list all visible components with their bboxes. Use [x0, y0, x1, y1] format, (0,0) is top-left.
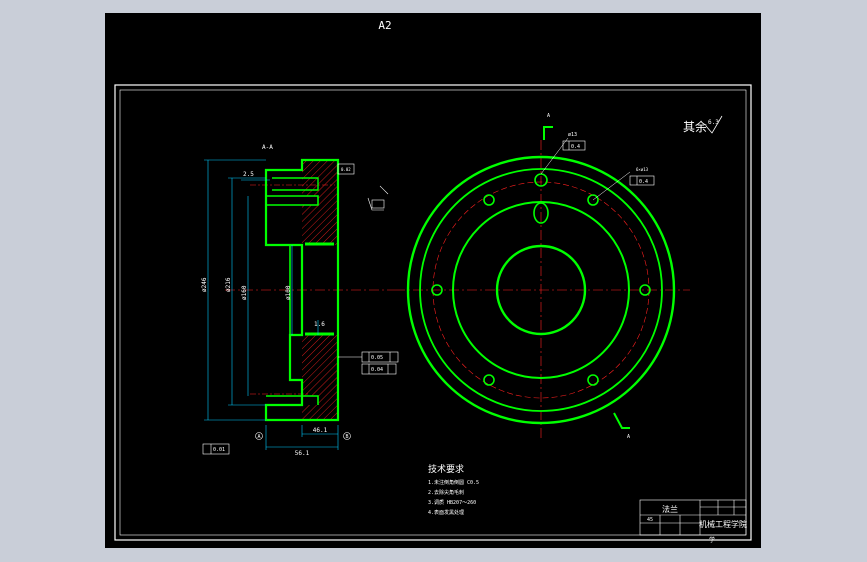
dim-bottom-overall: 56.1 — [295, 450, 310, 457]
hole-callout: ø13 0.4 — [540, 132, 586, 175]
dim-pcd-diameter: ø160 — [241, 285, 248, 300]
tech-req-item-1: 1.未注倒角倒圆 C0.5 — [428, 479, 479, 486]
tech-req-item-3: 3.调质 HB207～260 — [428, 499, 476, 506]
svg-text:0.4: 0.4 — [571, 144, 580, 150]
flange-outer-chamfer — [419, 168, 663, 412]
svg-text:B: B — [345, 434, 348, 440]
section-cut-marker-top: A — [543, 113, 553, 140]
title-block-drawing-name: 法兰 — [662, 504, 678, 514]
tech-req-title: 技术要求 — [428, 463, 464, 475]
dim-bottom-web: 46.1 — [313, 427, 328, 434]
keyway-upper — [272, 177, 319, 191]
section-cut-marker-bottom: A — [613, 412, 630, 440]
svg-text:0.04: 0.04 — [371, 367, 383, 373]
svg-text:A: A — [627, 434, 630, 440]
datum-a-marker: A — [255, 432, 263, 440]
svg-text:A: A — [547, 113, 550, 119]
section-view: A-A — [201, 144, 399, 457]
section-hatch-upper — [302, 160, 338, 245]
dim-chamfer: 2.5 — [243, 171, 254, 178]
fcf-parallel: 0.04 — [361, 363, 397, 375]
svg-text:0.05: 0.05 — [371, 355, 383, 361]
svg-text:0.02: 0.02 — [341, 167, 351, 172]
drawing-sheet — [105, 13, 761, 548]
svg-text:ø13: ø13 — [568, 132, 577, 138]
bolt-hole — [587, 194, 599, 206]
roughness-symbol — [705, 115, 723, 134]
section-outline — [264, 158, 340, 422]
title-block — [639, 499, 747, 536]
section-dimensions — [204, 159, 339, 450]
section-inner-step-low — [266, 395, 319, 405]
bolt-hole — [431, 284, 443, 296]
svg-text:0.4: 0.4 — [639, 179, 648, 185]
bolt-hole — [483, 374, 495, 386]
section-view-label: A-A — [262, 144, 273, 151]
slot-hole — [533, 202, 549, 224]
fcf-runout: 0.05 — [338, 351, 399, 363]
title-block-school: 机械工程学院 — [699, 519, 747, 529]
flange-bore — [495, 244, 587, 336]
section-hatch-lower — [302, 335, 338, 420]
dim-mid-diameter: ø216 — [225, 277, 232, 292]
outer-border — [114, 84, 752, 541]
svg-text:0.01: 0.01 — [213, 447, 225, 453]
boss-callout: 6×ø13 0.4 — [592, 167, 655, 201]
tech-req-item-4: 4.表面发黑处理 — [428, 509, 464, 516]
dim-step: 1.6 — [314, 321, 325, 328]
svg-text:6×ø13: 6×ø13 — [636, 167, 649, 172]
technical-requirements: 技术要求 1.未注倒角倒圆 C0.5 2.去除尖角毛刺 3.调质 HB207～2… — [428, 463, 479, 516]
fcf-flatness: 0.01 — [202, 443, 230, 455]
sheet-size-label: A2 — [378, 19, 391, 32]
bolt-hole — [587, 374, 599, 386]
surface-finish-value: 6.3 — [708, 119, 719, 126]
bolt-hole — [483, 194, 495, 206]
flange-step-edge — [452, 201, 630, 379]
plan-view: A A ø13 0.4 6×ø13 0.4 — [395, 113, 690, 440]
bolt-holes — [431, 173, 651, 386]
svg-text:A: A — [257, 434, 260, 440]
section-inner-step — [266, 195, 319, 206]
tech-req-item-2: 2.去除尖角毛刺 — [428, 489, 464, 496]
dim-bore-diameter: ø100 — [285, 285, 292, 300]
flange-outer-edge — [406, 155, 676, 425]
surface-finish-text: 其余 — [683, 119, 707, 134]
bolt-hole — [639, 284, 651, 296]
fcf-top: 0.02 — [337, 163, 355, 175]
detail-marker — [367, 185, 389, 211]
surface-finish-note: 其余 6.3 — [683, 115, 723, 134]
inner-border — [119, 89, 747, 536]
bolt-circle — [432, 181, 650, 399]
datum-b-marker: B — [343, 432, 351, 440]
title-block-material: 45 — [647, 517, 653, 523]
dim-outer-diameter: ø246 — [201, 277, 208, 292]
title-block-footer: 学 — [709, 536, 715, 544]
